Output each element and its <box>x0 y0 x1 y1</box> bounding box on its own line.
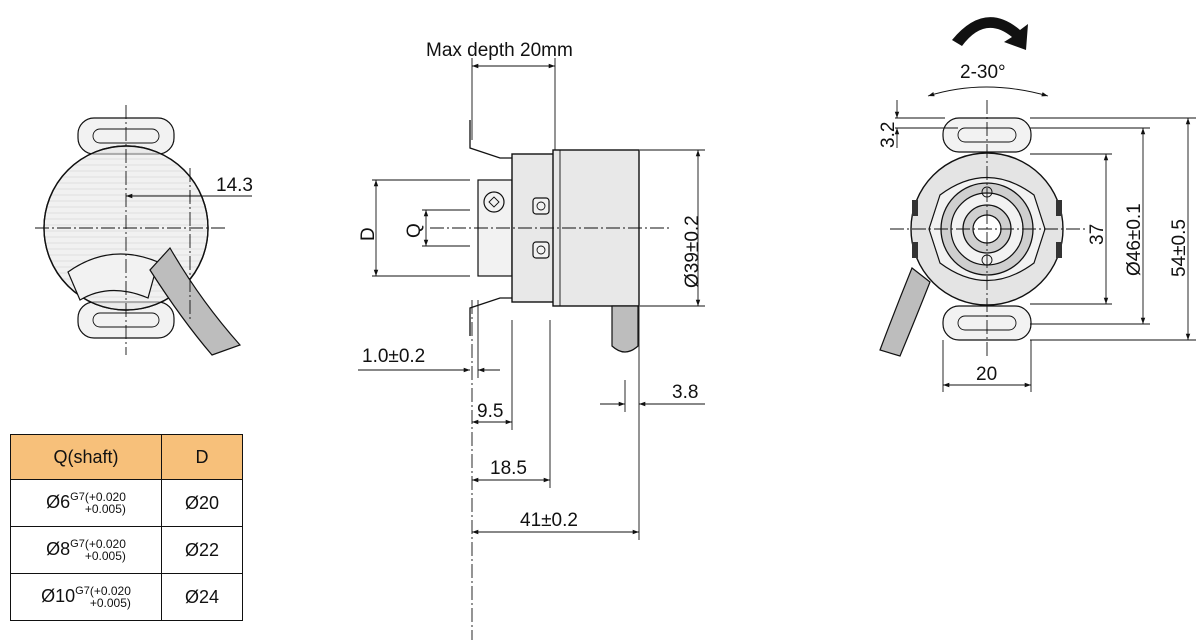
q-value: Ø8 <box>46 538 71 559</box>
dim-len-18-5: 18.5 <box>490 458 527 479</box>
dim-len-9-5: 9.5 <box>477 401 503 422</box>
dim-h-3-2: 3.2 <box>878 122 899 148</box>
dim-len-41: 41±0.2 <box>520 510 578 531</box>
dim-max-depth: Max depth 20mm <box>426 40 573 61</box>
front-view: 2-30° 3.2 37 <box>878 17 1196 392</box>
rotation-arrow-icon <box>952 17 1028 50</box>
dim-flange-1-0: 1.0±0.2 <box>362 346 425 367</box>
d-value: Ø20 <box>161 479 243 527</box>
dim-offset-14-3: 14.3 <box>216 175 253 196</box>
tolerance-grade: G7 <box>75 584 90 597</box>
dim-len-3-8: 3.8 <box>672 382 698 403</box>
header-d: D <box>161 434 243 480</box>
d-value: Ø24 <box>161 573 243 621</box>
table-row: Ø10G7(+0.020+0.005) Ø24 <box>10 573 243 621</box>
label-D: D <box>358 227 379 241</box>
dim-w-20: 20 <box>976 364 997 385</box>
shaft-size-table: Q(shaft) D Ø6G7(+0.020+0.005) Ø20 Ø8G7(+… <box>10 434 243 621</box>
rear-view: 14.3 <box>35 105 253 356</box>
header-q-shaft: Q(shaft) <box>10 434 162 480</box>
q-cell: Ø6G7(+0.020+0.005) <box>10 479 162 527</box>
tolerance-grade: G7 <box>70 537 85 550</box>
tolerance-fraction: (+0.020+0.005) <box>89 584 131 610</box>
q-cell: Ø10G7(+0.020+0.005) <box>10 573 162 621</box>
q-value: Ø6 <box>46 491 71 512</box>
dim-dia-46: Ø46±0.1 <box>1124 203 1145 276</box>
d-value: Ø22 <box>161 526 243 574</box>
tolerance-fraction: (+0.020+0.005) <box>84 490 126 516</box>
tolerance-fraction: (+0.020+0.005) <box>84 537 126 563</box>
table-row: Ø8G7(+0.020+0.005) Ø22 <box>10 526 243 574</box>
q-value: Ø10 <box>41 585 76 606</box>
table-header-row: Q(shaft) D <box>10 434 243 480</box>
side-view: Max depth 20mm D Q <box>358 40 705 640</box>
dim-h-37: 37 <box>1087 224 1108 245</box>
tolerance-grade: G7 <box>70 490 85 503</box>
q-cell: Ø8G7(+0.020+0.005) <box>10 526 162 574</box>
table-row: Ø6G7(+0.020+0.005) Ø20 <box>10 479 243 527</box>
dim-h-54: 54±0.5 <box>1169 219 1190 277</box>
label-Q: Q <box>404 223 425 238</box>
dim-rotation: 2-30° <box>960 62 1006 83</box>
dim-dia-39: Ø39±0.2 <box>682 215 703 288</box>
